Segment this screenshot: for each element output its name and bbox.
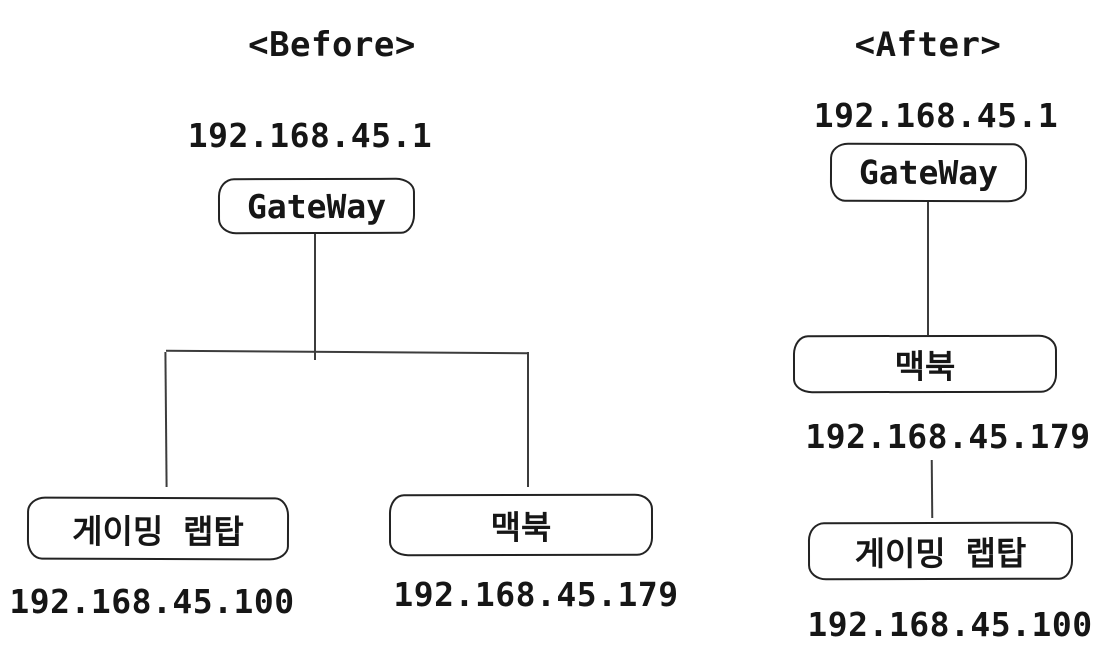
after-gaming-laptop-node-label: 게이밍 랩탑 bbox=[854, 533, 1027, 574]
after-gateway-ip-label: 192.168.45.1 bbox=[813, 96, 1059, 135]
after-macbook-ip-label: 192.168.45.179 bbox=[805, 417, 1091, 456]
after-section-title: <After> bbox=[854, 25, 1002, 65]
before-macbook-node-label: 맥북 bbox=[490, 507, 552, 548]
before-gateway-node-label: GateWay bbox=[246, 186, 387, 226]
before-macbook-ip-label: 192.168.45.179 bbox=[393, 575, 679, 614]
before-left-drop-connector-line bbox=[164, 351, 168, 488]
after-macbook-laptop-connector-line bbox=[930, 459, 934, 519]
after-gaming-laptop-node: 게이밍 랩탑 bbox=[807, 521, 1074, 581]
before-right-drop-connector-line bbox=[527, 352, 529, 487]
after-macbook-node-label: 맥북 bbox=[894, 346, 956, 387]
after-gateway-node-label: GateWay bbox=[858, 152, 999, 193]
before-branch-connector-line bbox=[165, 349, 529, 355]
before-section-title: <Before> bbox=[248, 25, 416, 65]
after-macbook-node: 맥북 bbox=[792, 334, 1058, 394]
before-gateway-node: GateWay bbox=[217, 177, 416, 235]
before-gaming-laptop-node: 게이밍 랩탑 bbox=[26, 496, 290, 561]
after-gateway-macbook-connector-line bbox=[927, 202, 929, 335]
before-gateway-ip-label: 192.168.45.1 bbox=[187, 116, 433, 155]
after-gaming-laptop-ip-label: 192.168.45.100 bbox=[807, 605, 1093, 644]
before-gaming-laptop-node-label: 게이밍 랩탑 bbox=[72, 511, 244, 551]
before-macbook-node: 맥북 bbox=[388, 493, 654, 557]
before-trunk-connector-line bbox=[314, 234, 316, 360]
after-gateway-node: GateWay bbox=[829, 142, 1028, 203]
before-gaming-laptop-ip-label: 192.168.45.100 bbox=[9, 582, 295, 621]
